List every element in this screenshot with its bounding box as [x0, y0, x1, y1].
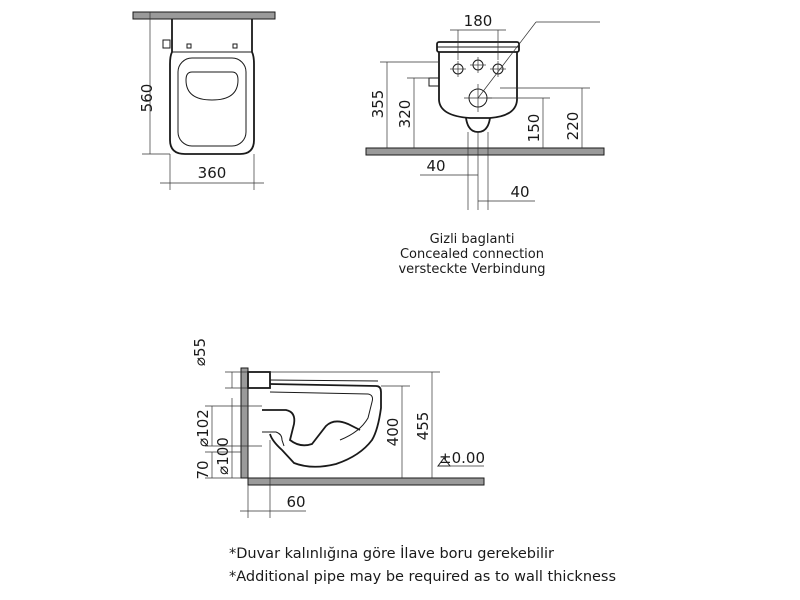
front-view-height-355: 355: [369, 90, 387, 119]
side-view-wall-offset: 60: [286, 493, 305, 511]
front-view-offset-right: 40: [510, 183, 529, 201]
front-view-height-220: 220: [564, 112, 582, 141]
front-view-height-320: 320: [396, 100, 414, 129]
side-view-height-400: 400: [384, 418, 402, 447]
top-view: 560 360: [132, 11, 276, 190]
front-view-height-150: 150: [525, 114, 543, 143]
side-view-outlet-diameter: ⌀102: [194, 409, 212, 447]
notes: *Duvar kalınlığına göre İlave boru gerek…: [229, 544, 616, 585]
side-view-outlet-diameter-2: ⌀100: [214, 437, 232, 475]
front-view: 180 355 320 150 220 40 40: [365, 12, 605, 210]
side-view-bowl-outline: [269, 383, 382, 468]
side-view-floor-level: ±0.00: [439, 449, 485, 467]
front-view-width-label: 180: [464, 12, 493, 30]
front-view-floor: [365, 147, 605, 156]
note-english: *Additional pipe may be required as to w…: [229, 569, 616, 585]
front-view-body: [438, 52, 518, 119]
caption-german: versteckte Verbindung: [398, 262, 545, 277]
top-view-depth-label: 560: [138, 84, 156, 113]
front-view-fixing-holes: [450, 57, 506, 112]
side-view-inlet-diameter: ⌀55: [191, 338, 209, 366]
note-turkish: *Duvar kalınlığına göre İlave boru gerek…: [229, 544, 554, 562]
top-view-width-label: 360: [198, 164, 227, 182]
caption-turkish: Gizli baglanti: [430, 232, 515, 247]
side-view-height-70: 70: [194, 460, 212, 479]
side-view: ⌀55 ⌀102 ⌀100 70 400 455 ±0.00 60: [191, 338, 485, 518]
caption-english: Concealed connection: [400, 247, 544, 262]
top-view-seat: [177, 57, 247, 147]
connection-caption: Gizli baglanti Concealed connection vers…: [398, 232, 545, 277]
front-view-offset-left: 40: [426, 157, 445, 175]
top-view-bowl-opening: [185, 71, 239, 101]
top-view-wall: [132, 11, 276, 20]
side-view-height-455: 455: [414, 412, 432, 441]
side-view-wall: [240, 367, 249, 479]
top-view-bowl-outline: [169, 19, 255, 155]
side-view-floor: [247, 477, 485, 486]
